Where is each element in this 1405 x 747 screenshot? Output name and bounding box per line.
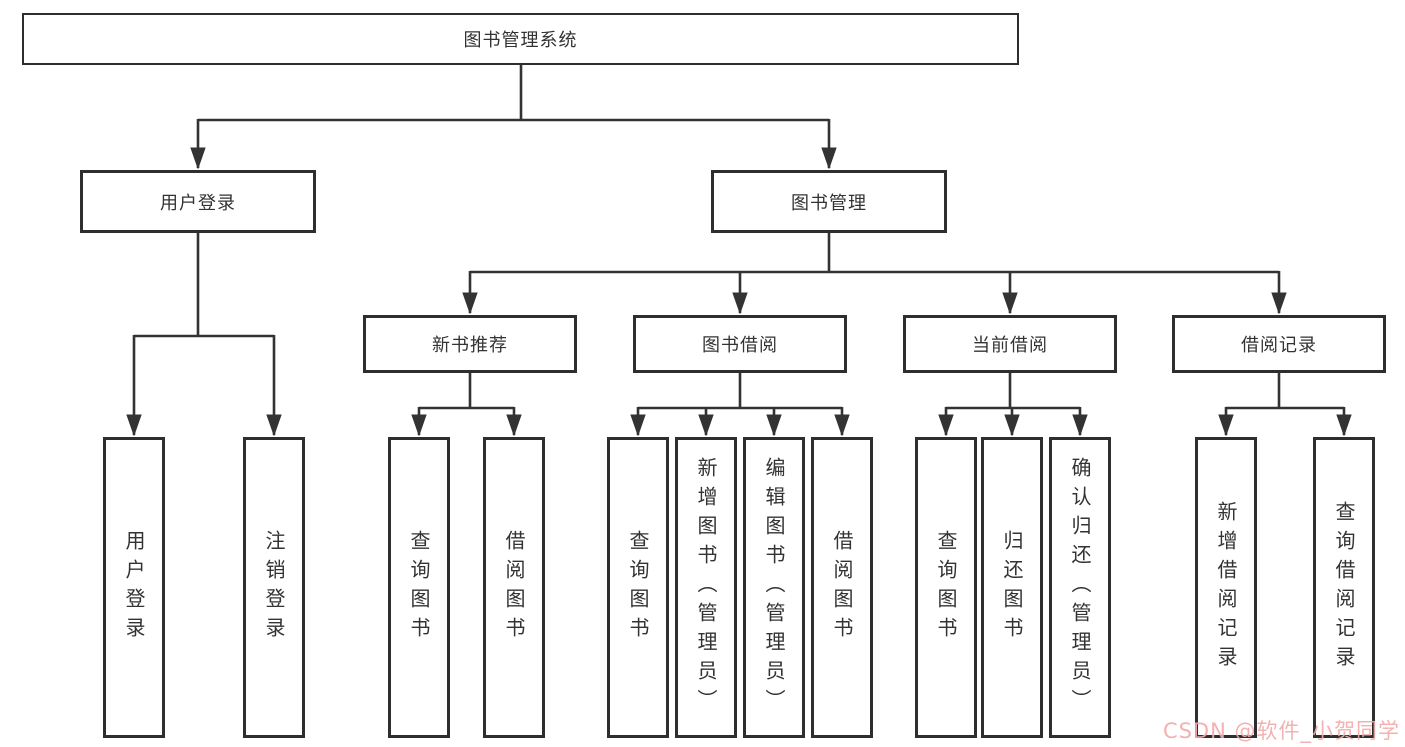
csdn-watermark: CSDN @软件_小贺同学 [1162, 719, 1400, 743]
node-leaf-return-books-label: 归还图书 [1000, 529, 1024, 646]
node-book-management: 图书管理 [711, 170, 947, 233]
node-leaf-query-books-borrowing-label: 查询图书 [626, 529, 650, 646]
node-leaf-borrow-books-recommend-label: 借阅图书 [502, 529, 526, 646]
node-borrowing-records-label: 借阅记录 [1241, 335, 1317, 356]
node-leaf-logout-label: 注销登录 [262, 529, 286, 646]
node-new-book-recommend: 新书推荐 [363, 315, 577, 373]
node-leaf-query-books-recommend: 查询图书 [388, 437, 450, 738]
node-leaf-borrow-books-recommend: 借阅图书 [483, 437, 545, 738]
node-leaf-confirm-return-admin: 确认归还（管理员） [1049, 437, 1111, 738]
node-leaf-query-books-borrowing: 查询图书 [607, 437, 669, 738]
node-leaf-query-books-current: 查询图书 [915, 437, 977, 738]
node-leaf-add-borrow-record: 新增借阅记录 [1195, 437, 1257, 738]
node-leaf-query-borrow-record: 查询借阅记录 [1313, 437, 1375, 738]
node-leaf-borrow-books: 借阅图书 [811, 437, 873, 738]
node-current-borrowing: 当前借阅 [903, 315, 1117, 373]
node-leaf-add-books-admin: 新增图书（管理员） [675, 437, 737, 738]
node-leaf-add-books-admin-label: 新增图书（管理员） [694, 457, 718, 718]
node-root-label: 图书管理系统 [463, 30, 578, 51]
node-leaf-query-borrow-record-label: 查询借阅记录 [1332, 500, 1356, 675]
node-leaf-edit-books-admin-label: 编辑图书（管理员） [762, 457, 786, 718]
node-leaf-return-books: 归还图书 [981, 437, 1043, 738]
node-user-login: 用户登录 [80, 170, 316, 233]
node-new-book-recommend-label: 新书推荐 [432, 335, 508, 356]
node-leaf-query-books-recommend-label: 查询图书 [407, 529, 431, 646]
node-leaf-confirm-return-admin-label: 确认归还（管理员） [1068, 457, 1092, 718]
node-current-borrowing-label: 当前借阅 [972, 335, 1048, 356]
node-book-borrowing: 图书借阅 [633, 315, 847, 373]
node-leaf-logout: 注销登录 [243, 437, 305, 738]
node-leaf-add-borrow-record-label: 新增借阅记录 [1214, 500, 1238, 675]
node-book-management-label: 图书管理 [791, 192, 867, 214]
node-leaf-edit-books-admin: 编辑图书（管理员） [743, 437, 805, 738]
node-user-login-label: 用户登录 [160, 192, 236, 214]
node-leaf-borrow-books-label: 借阅图书 [830, 529, 854, 646]
node-leaf-user-login: 用户登录 [103, 437, 165, 738]
node-leaf-user-login-label: 用户登录 [122, 529, 146, 646]
node-root-system: 图书管理系统 [22, 13, 1019, 65]
node-book-borrowing-label: 图书借阅 [702, 335, 778, 356]
node-leaf-query-books-current-label: 查询图书 [934, 529, 958, 646]
node-borrowing-records: 借阅记录 [1172, 315, 1386, 373]
